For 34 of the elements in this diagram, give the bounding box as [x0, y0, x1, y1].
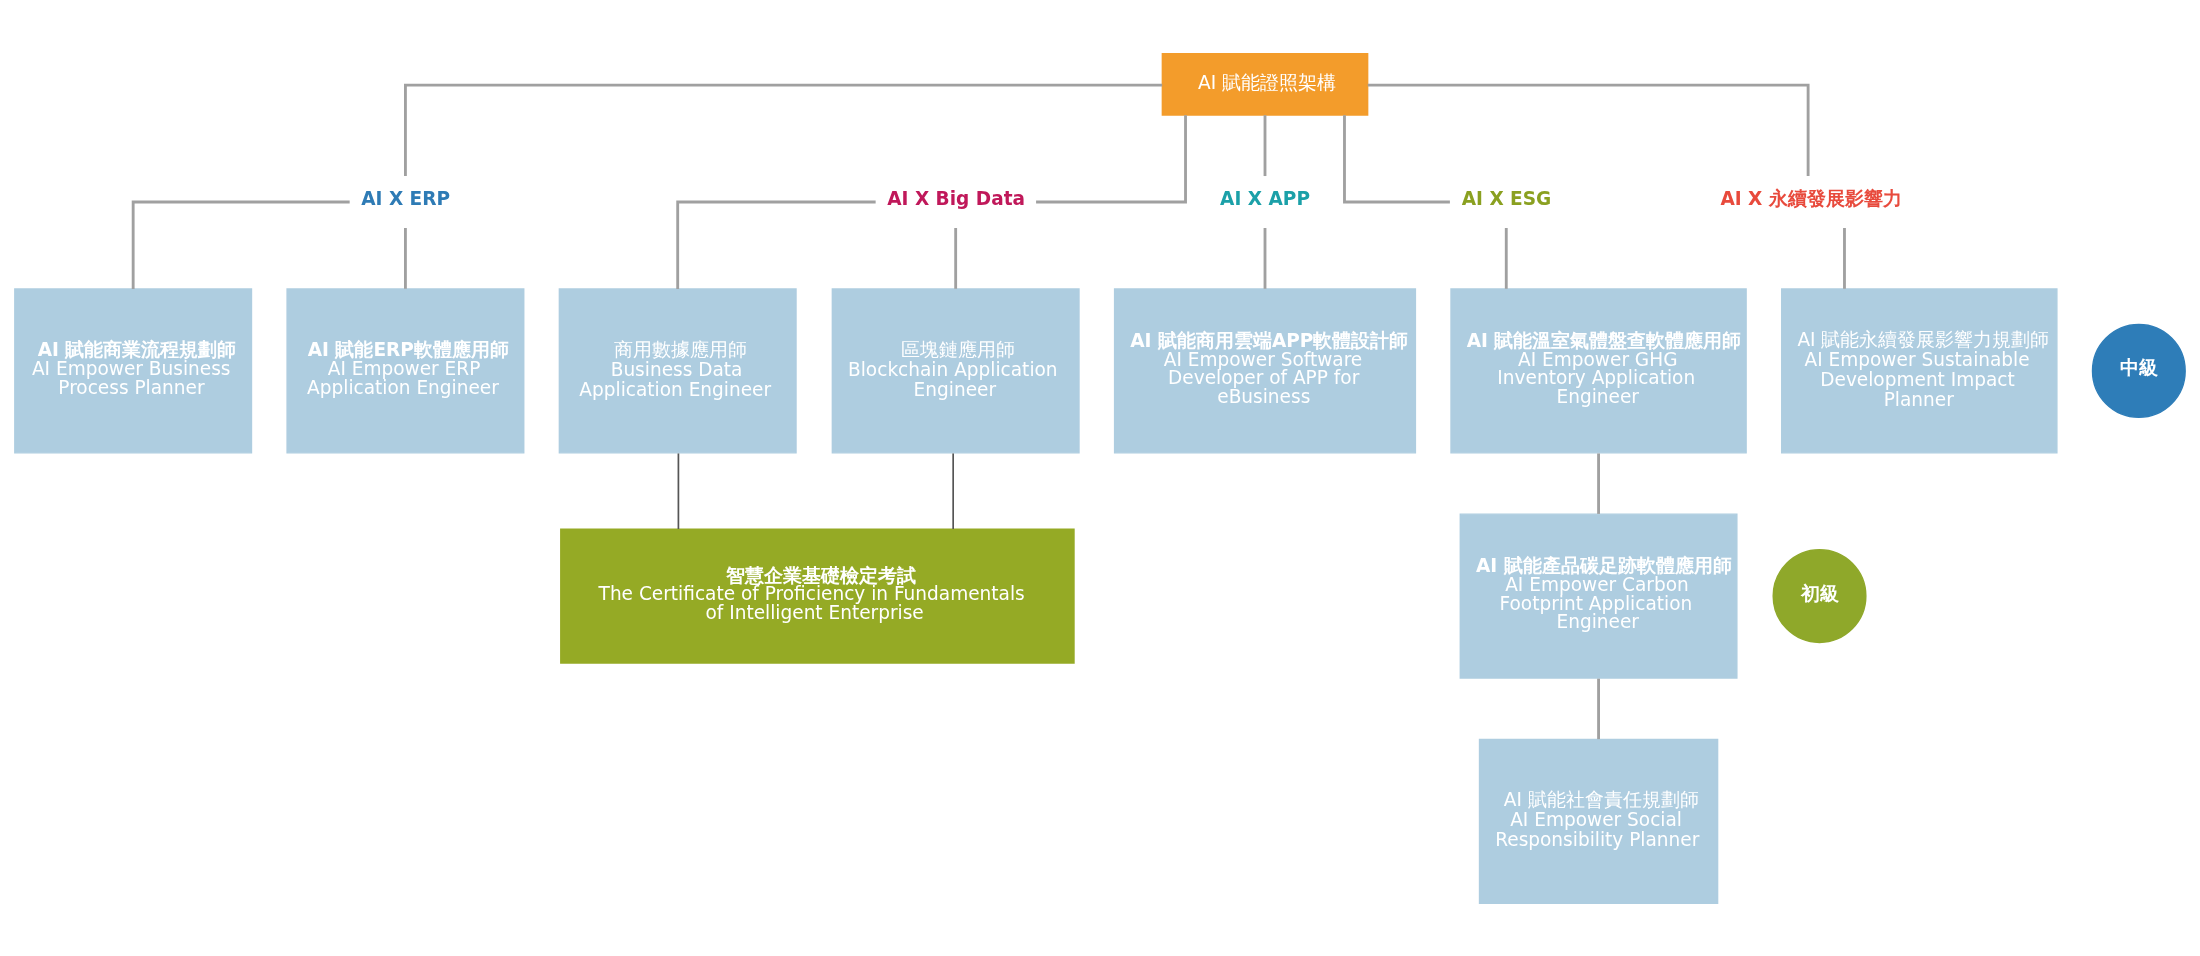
- node-box: 智慧企業基礎檢定考試 The Certificate of Proficiency in Fundamentals of Intelligent Enterprise: [560, 527, 1075, 664]
- connector: [1504, 227, 1508, 289]
- node-text: AI X Big Data: [887, 187, 1026, 209]
- connector: [1597, 452, 1600, 514]
- connector: [1036, 114, 1187, 203]
- connector: [954, 227, 958, 289]
- connector: [1263, 227, 1267, 289]
- connector: [1263, 114, 1267, 176]
- connector: [677, 452, 680, 530]
- node-box: AI 賦能商業流程規劃師 AI Empower Business Process Planner: [14, 287, 253, 454]
- connector: [404, 227, 407, 289]
- node-text: AI X 永續發展影響力: [1720, 187, 1902, 209]
- node-box: AI 賦能ERP軟體應用師 AI Empower ERP Application Engineer: [286, 287, 525, 454]
- connector: [1597, 678, 1600, 739]
- node-text: AI X APP: [1220, 187, 1310, 209]
- node-box: AI 賦能證照架構: [1161, 52, 1369, 116]
- node-box: 商用數據應用師 Business Data Application Engineer: [558, 287, 797, 454]
- connector: [404, 83, 1163, 176]
- connector: [1843, 227, 1846, 289]
- connector: [1343, 114, 1450, 203]
- connector: [676, 200, 876, 289]
- node-text: AI X ERP: [361, 187, 451, 209]
- node-box: 區塊鏈應用師 Blockchain Application Engineer: [831, 287, 1080, 454]
- node-text: AI X ESG: [1461, 187, 1552, 209]
- node-circle: 中級: [2091, 323, 2186, 418]
- node-box: AI 賦能社會責任規劃師 AI Empower Social Responsibility Planner: [1478, 738, 1719, 904]
- node-box: AI 賦能商用雲端APP軟體設計師 AI Empower Software Developer of APP for eBusiness: [1113, 287, 1417, 454]
- connector: [131, 200, 350, 289]
- node-box: AI 賦能溫室氣體盤查軟體應用師 AI Empower GHG Inventory Application Engineer: [1450, 287, 1747, 454]
- node-box: AI 賦能產品碳足跡軟體應用師 AI Empower Carbon Footprint Application Engineer: [1459, 512, 1738, 679]
- connector: [952, 452, 955, 530]
- node-box: AI 賦能永續發展影響力規劃師 AI Empower Sustainable Development Impact Planner: [1781, 287, 2058, 454]
- connector: [1367, 83, 1810, 176]
- node-circle: 初級: [1772, 548, 1867, 643]
